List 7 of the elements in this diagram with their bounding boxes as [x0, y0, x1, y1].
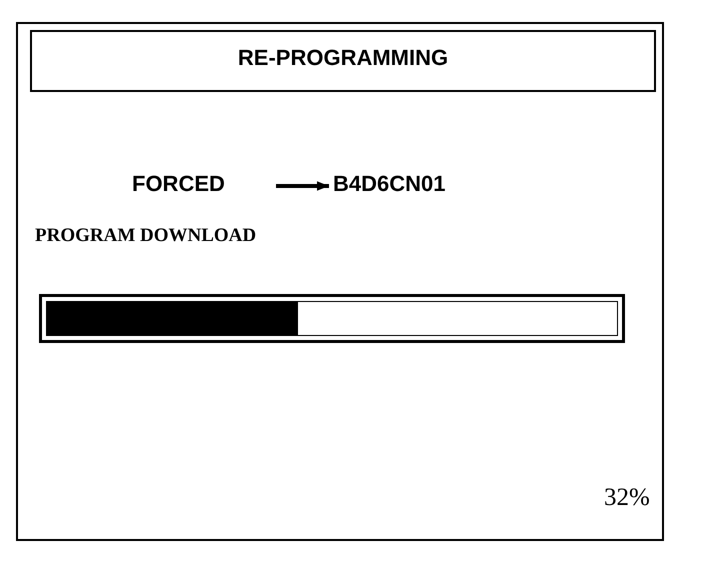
- status-text: FORCED: [132, 170, 250, 198]
- title-bar: RE-PROGRAMMING: [30, 30, 656, 92]
- arrow: [276, 181, 329, 191]
- percentage-text: 32%: [604, 484, 650, 512]
- status-text: B4D6CN01: [333, 170, 473, 198]
- progress-bar: [39, 294, 625, 343]
- status-label: PROGRAM DOWNLOAD: [35, 225, 256, 247]
